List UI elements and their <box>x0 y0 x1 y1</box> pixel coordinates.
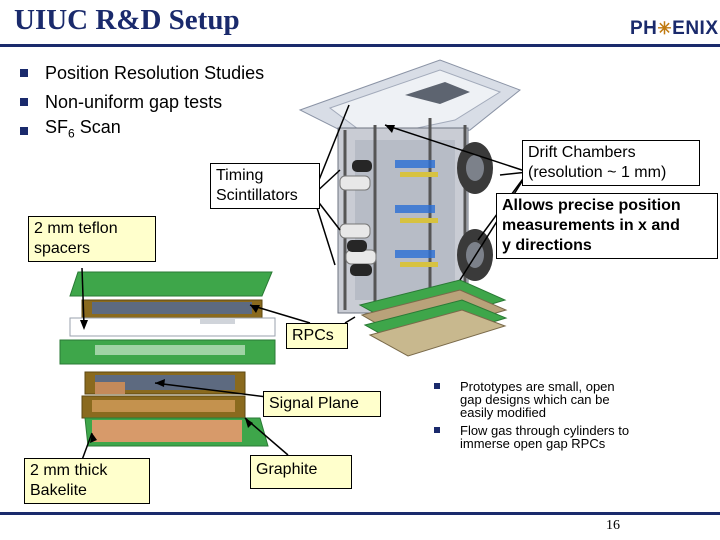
rpc-layers-image <box>59 271 276 447</box>
bullet-square-icon <box>434 383 440 389</box>
logo-left-text: PH <box>630 18 658 39</box>
callout-signal-plane: Signal Plane <box>263 391 381 417</box>
slide-title: UIUC R&D Setup <box>14 4 240 36</box>
phenix-logo: PH✳ENIX <box>630 18 719 40</box>
callout-teflon-spacers: 2 mm teflon spacers <box>28 216 156 262</box>
title-divider <box>0 44 720 47</box>
bullet-square-icon <box>20 97 28 106</box>
callout-precise-position: Allows precise position measurements in … <box>496 193 718 259</box>
bullet-square-icon <box>20 68 28 77</box>
page-number: 16 <box>606 518 620 533</box>
right-bullet-item: Flow gas through cylinders to immerse op… <box>432 424 638 450</box>
bullet-item: Non-uniform gap tests <box>20 87 264 116</box>
bullet-text: SF6 Scan <box>45 117 121 141</box>
callout-graphite: Graphite <box>250 455 352 489</box>
test-stand-image <box>298 59 521 357</box>
phoenix-logo-icon: ✳ <box>657 19 673 38</box>
bullet-text: Position Resolution Studies <box>45 62 265 83</box>
bullet-square-icon <box>434 427 440 433</box>
callout-bakelite: 2 mm thick Bakelite <box>24 458 150 504</box>
bullet-item: Position Resolution Studies <box>20 58 264 87</box>
callout-rpcs: RPCs <box>286 323 348 349</box>
footer-divider <box>0 512 720 515</box>
arrowheads <box>80 125 395 443</box>
right-bullet-text: Prototypes are small, open gap designs w… <box>460 379 615 420</box>
right-bullet-list: Prototypes are small, open gap designs w… <box>432 380 638 455</box>
callout-timing-scintillators: Timing Scintillators <box>210 163 320 209</box>
callout-drift-chambers: Drift Chambers (resolution ~ 1 mm) <box>522 140 700 186</box>
bullet-square-icon <box>20 126 28 135</box>
right-bullet-item: Prototypes are small, open gap designs w… <box>432 380 638 419</box>
bullet-text: Non-uniform gap tests <box>45 91 223 112</box>
bullet-item: SF6 Scan <box>20 116 264 145</box>
right-bullet-text: Flow gas through cylinders to immerse op… <box>460 423 630 451</box>
logo-right-text: ENIX <box>672 18 719 39</box>
bullet-list: Position Resolution Studies Non-uniform … <box>20 58 264 145</box>
